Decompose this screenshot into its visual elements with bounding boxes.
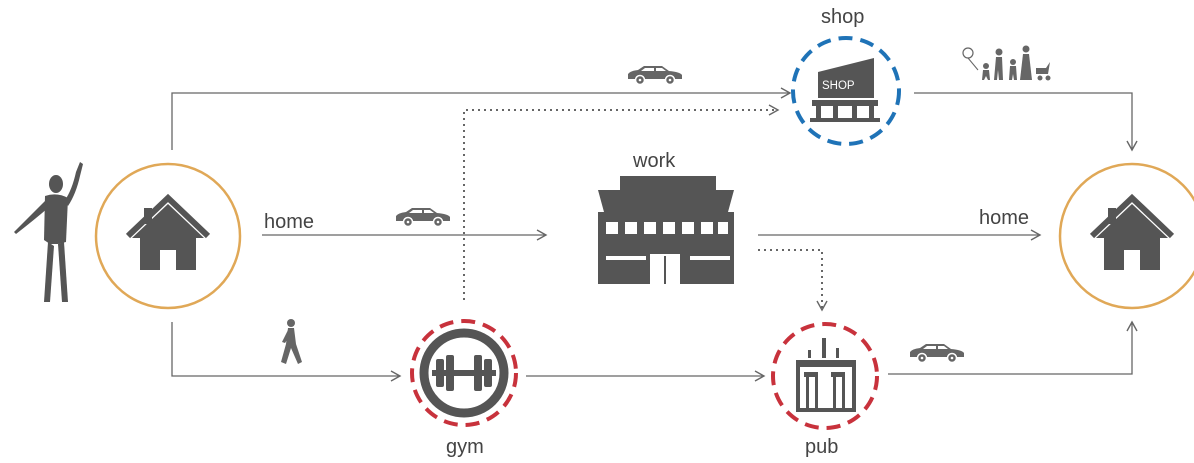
person-waving-icon xyxy=(14,162,83,302)
home-right-label: home xyxy=(979,207,1030,229)
house-icon xyxy=(128,198,208,270)
bar-icon xyxy=(796,338,856,412)
family-icon xyxy=(962,45,1051,81)
route-pub-to-home xyxy=(888,320,1138,375)
gym-ring xyxy=(410,319,518,427)
walking-person-icon xyxy=(281,319,302,364)
shop-icon: SHOP xyxy=(810,58,880,122)
car-icon xyxy=(909,343,965,364)
route-work-to-pub-dotted xyxy=(758,249,828,312)
house-icon xyxy=(1092,198,1172,270)
home-left-ring xyxy=(94,162,242,310)
work-label: work xyxy=(633,150,676,172)
shop-label: shop xyxy=(821,6,865,28)
car-icon xyxy=(627,65,683,86)
pub-label: pub xyxy=(805,436,839,458)
route-home-to-gym xyxy=(171,322,402,382)
shop-ring xyxy=(791,36,901,146)
gym-icon-ring xyxy=(419,328,509,418)
work-building-icon xyxy=(598,176,734,284)
home-left-label: home xyxy=(264,211,315,233)
dumbbell-icon xyxy=(432,355,496,391)
home-right-ring xyxy=(1058,162,1194,310)
route-shop-to-home xyxy=(914,92,1138,152)
pub-ring xyxy=(771,322,879,430)
car-icon xyxy=(395,207,451,228)
route-home-to-shop xyxy=(171,87,792,150)
route-lines xyxy=(171,87,1138,382)
gym-label: gym xyxy=(446,436,484,458)
shop-sign-text: SHOP xyxy=(822,80,855,92)
